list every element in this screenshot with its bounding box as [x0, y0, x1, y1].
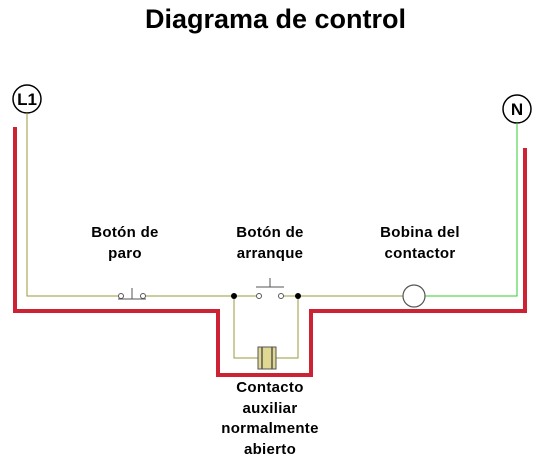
junction-right-dot: [295, 293, 301, 299]
terminal-n: N: [502, 94, 532, 124]
terminal-l1: L1: [12, 84, 42, 114]
terminal-l1-label: L1: [17, 90, 37, 109]
aux-contact-label: Contacto auxiliar normalmente abierto: [200, 378, 340, 460]
diagram-title: Diagrama de control: [144, 4, 407, 34]
start-button-label-line1: Botón de: [236, 224, 304, 241]
aux-contact-label-line1: Contacto: [236, 379, 304, 396]
junction-left-dot: [231, 293, 237, 299]
terminal-n-label: N: [511, 100, 523, 119]
wire-aux-branch: [233, 296, 258, 359]
start-button-label-line2: arranque: [236, 245, 304, 262]
coil-symbol: [402, 284, 426, 308]
stop-button-label-line1: Botón de: [91, 224, 159, 241]
wire-coil-to-n: [425, 123, 518, 297]
olive-wiring: [26, 113, 403, 359]
coil-label-line1: Bobina del: [380, 224, 460, 241]
coil-label-line2: contactor: [384, 245, 456, 262]
wire-aux-return: [276, 296, 299, 359]
stop-button-label-line2: paro: [108, 245, 142, 262]
red-highlight-path: [13, 127, 527, 377]
aux-contact-label-line3: normalmente: [221, 420, 319, 437]
stop-button-label: Botón de paro: [70, 222, 180, 264]
start-button-label: Botón de arranque: [215, 222, 325, 264]
start-button-symbol[interactable]: [256, 278, 284, 299]
coil-label: Bobina del contactor: [355, 222, 485, 264]
stop-button-symbol[interactable]: [118, 288, 146, 300]
wire-l1-to-stop: [26, 113, 118, 297]
aux-contact-label-line2: auxiliar: [242, 399, 298, 417]
aux-contact-symbol: [257, 346, 277, 370]
aux-contact-label-line4: abierto: [243, 440, 297, 458]
